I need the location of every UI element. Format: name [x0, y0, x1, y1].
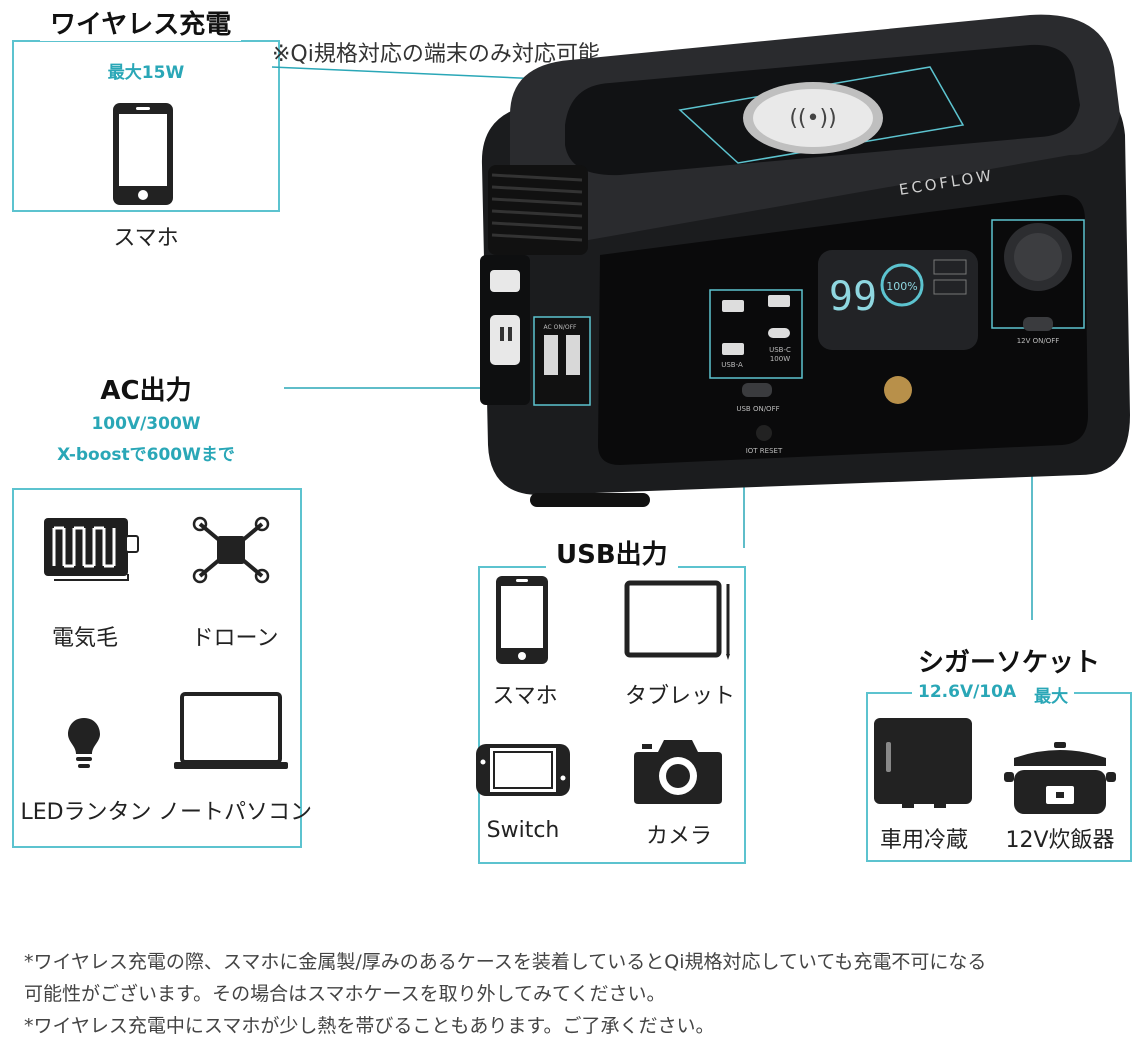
ac-item-label: LEDランタン — [20, 800, 152, 825]
footnote-line: *ワイヤレス充電中にスマホが少し熱を帯びることもあります。ご了承ください。 — [24, 1015, 715, 1037]
cigar-spec-max: 最大 — [1034, 687, 1069, 707]
svg-text:USB-A: USB-A — [721, 361, 743, 369]
ac-item-label: ドローン — [191, 626, 279, 651]
cigar-item-label: 12V炊飯器 — [1005, 828, 1115, 853]
svg-text:((•)): ((•)) — [789, 106, 836, 131]
svg-text:100%: 100% — [886, 280, 917, 293]
led-lantern-icon — [64, 714, 104, 772]
game-console-icon — [474, 740, 572, 800]
usb-item-label: カメラ — [645, 824, 712, 849]
svg-text:AC ON/OFF: AC ON/OFF — [544, 324, 578, 331]
svg-text:99: 99 — [829, 274, 877, 320]
ac-box — [12, 488, 302, 848]
footnotes: *ワイヤレス充電の際、スマホに金属製/厚みのあるケースを装着しているとQi規格対… — [24, 946, 986, 1042]
ac-spec-boost: X-boostで600Wまで — [57, 445, 235, 465]
wireless-title: ワイヤレス充電 — [40, 4, 242, 41]
power-station-image: ((•)) ECOFLOW AC ON/OFF USB-A USB-C 100W… — [470, 5, 1140, 525]
ac-spec-power: 100V/300W — [91, 414, 201, 434]
ac-item-label: ノートパソコン — [158, 800, 313, 825]
cigar-spec-bar: 12.6V/10A 最大 — [912, 682, 1075, 707]
svg-text:100W: 100W — [770, 355, 790, 363]
cigar-item-label: 車用冷蔵 — [879, 828, 968, 853]
ac-title: AC出力 — [100, 376, 192, 406]
rice-cooker-icon — [1002, 738, 1118, 822]
drone-icon — [186, 512, 276, 588]
wireless-device-label: スマホ — [113, 226, 179, 251]
smartphone-icon — [494, 574, 550, 666]
footnote-line: 可能性がございます。その場合はスマホケースを取り外してみてください。 — [24, 983, 666, 1005]
smartphone-icon — [110, 100, 176, 208]
usb-item-label: Switch — [486, 818, 560, 843]
usb-title: USB出力 — [546, 534, 678, 571]
wireless-box — [12, 40, 280, 212]
wireless-max-label: 最大15W — [107, 63, 185, 83]
laptop-icon — [172, 690, 290, 774]
footnote-line: *ワイヤレス充電の際、スマホに金属製/厚みのあるケースを装着しているとQi規格対… — [24, 951, 987, 973]
electric-blanket-icon — [40, 514, 150, 590]
wireless-note: ※Qi規格対応の端末のみ対応可能 — [272, 42, 600, 67]
svg-text:12V ON/OFF: 12V ON/OFF — [1017, 337, 1060, 345]
ac-item-label: 電気毛 — [51, 626, 118, 651]
car-fridge-icon — [872, 716, 976, 810]
svg-text:USB-C: USB-C — [769, 346, 791, 354]
cigar-spec-value: 12.6V/10A — [918, 682, 1017, 702]
tablet-icon — [624, 580, 732, 660]
camera-icon — [632, 734, 724, 806]
svg-text:USB ON/OFF: USB ON/OFF — [736, 405, 779, 413]
svg-text:IOT RESET: IOT RESET — [746, 447, 783, 455]
usb-item-label: スマホ — [492, 684, 558, 709]
usb-item-label: タブレット — [624, 684, 735, 709]
cigar-title: シガーソケット — [918, 648, 1101, 678]
